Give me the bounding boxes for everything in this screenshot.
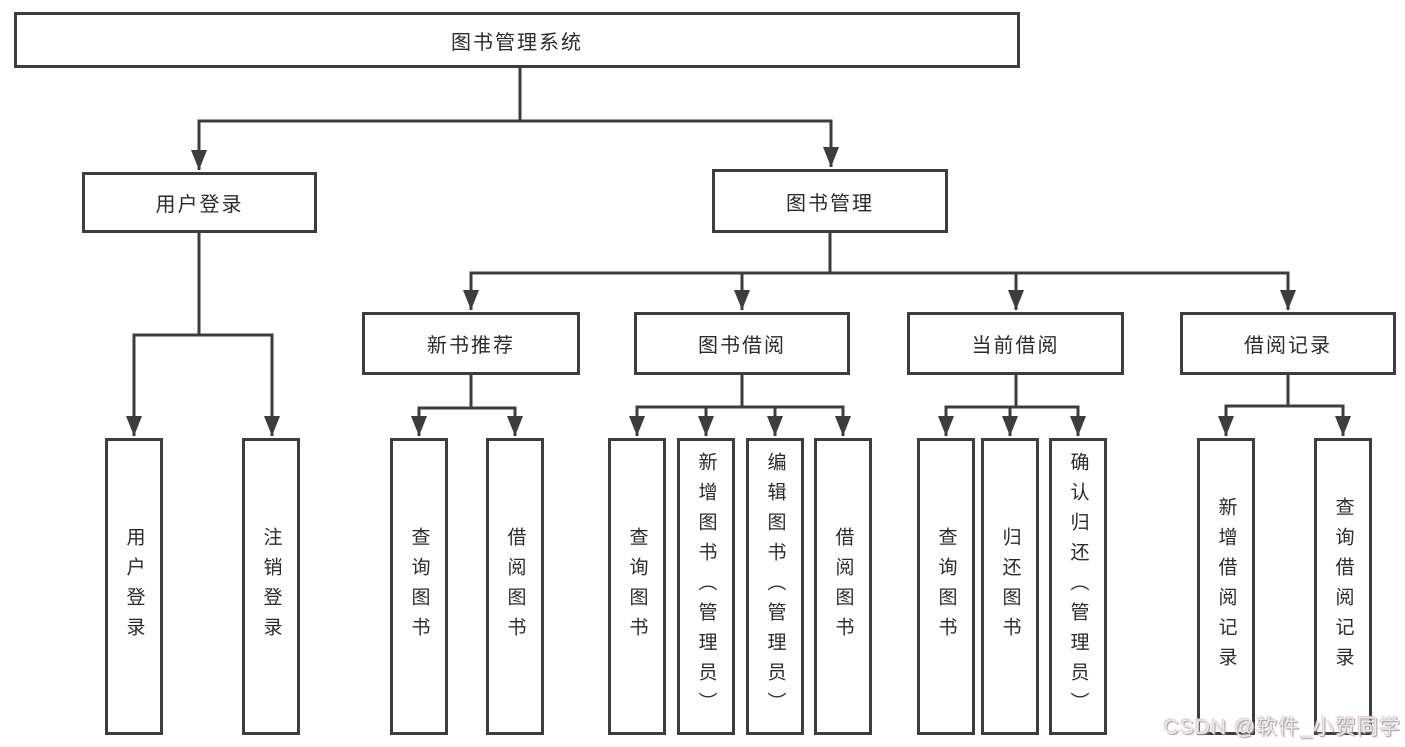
node-label: 编辑图书（管理员） xyxy=(764,451,786,722)
node-new-book-recommend: 新书推荐 xyxy=(362,312,580,375)
node-borrow-records: 借阅记录 xyxy=(1180,312,1396,375)
node-leaf-query-books: 查询图书 xyxy=(390,438,448,735)
node-leaf-query-books: 查询图书 xyxy=(917,438,975,735)
node-leaf-borrow-books: 借阅图书 xyxy=(486,438,544,735)
node-label: 查询图书 xyxy=(408,526,430,647)
node-label: 借阅图书 xyxy=(832,526,854,647)
node-label: 查询借阅记录 xyxy=(1332,496,1354,677)
node-label: 借阅图书 xyxy=(504,526,526,647)
node-current-borrow: 当前借阅 xyxy=(907,312,1124,375)
node-label: 当前借阅 xyxy=(971,335,1060,357)
node-label: 注销登录 xyxy=(260,526,282,647)
node-leaf-edit-book-admin: 编辑图书（管理员） xyxy=(746,438,804,735)
node-library-system: 图书管理系统 xyxy=(14,12,1020,68)
node-label: 新增图书（管理员） xyxy=(695,451,717,722)
node-label: 用户登录 xyxy=(155,194,244,216)
node-leaf-add-book-admin: 新增图书（管理员） xyxy=(677,438,735,735)
node-label: 图书管理 xyxy=(786,192,874,215)
node-label: 确认归还（管理员） xyxy=(1067,451,1089,722)
node-leaf-logout: 注销登录 xyxy=(242,438,300,735)
node-leaf-user-login: 用户登录 xyxy=(105,438,163,735)
node-leaf-return-books: 归还图书 xyxy=(981,438,1039,735)
node-label: 新书推荐 xyxy=(427,335,515,357)
node-leaf-query-books: 查询图书 xyxy=(608,438,666,735)
node-leaf-add-borrow-record: 新增借阅记录 xyxy=(1197,438,1255,735)
node-label: 借阅记录 xyxy=(1244,335,1332,357)
node-label: 图书借阅 xyxy=(698,335,786,357)
node-label: 归还图书 xyxy=(999,526,1021,647)
node-label: 查询图书 xyxy=(626,526,648,647)
node-book-management: 图书管理 xyxy=(712,169,948,233)
csdn-watermark: CSDN @软件_小贺同学 xyxy=(1163,716,1401,739)
node-label: 查询图书 xyxy=(935,526,957,647)
node-book-borrow: 图书借阅 xyxy=(634,312,850,375)
node-leaf-confirm-return-admin: 确认归还（管理员） xyxy=(1049,438,1107,735)
node-label: 用户登录 xyxy=(123,526,145,647)
node-label: 新增借阅记录 xyxy=(1215,496,1237,677)
node-leaf-query-borrow-record: 查询借阅记录 xyxy=(1314,438,1372,735)
node-user-login: 用户登录 xyxy=(82,172,317,233)
node-label: 图书管理系统 xyxy=(451,31,583,54)
node-leaf-borrow-books: 借阅图书 xyxy=(814,438,872,735)
